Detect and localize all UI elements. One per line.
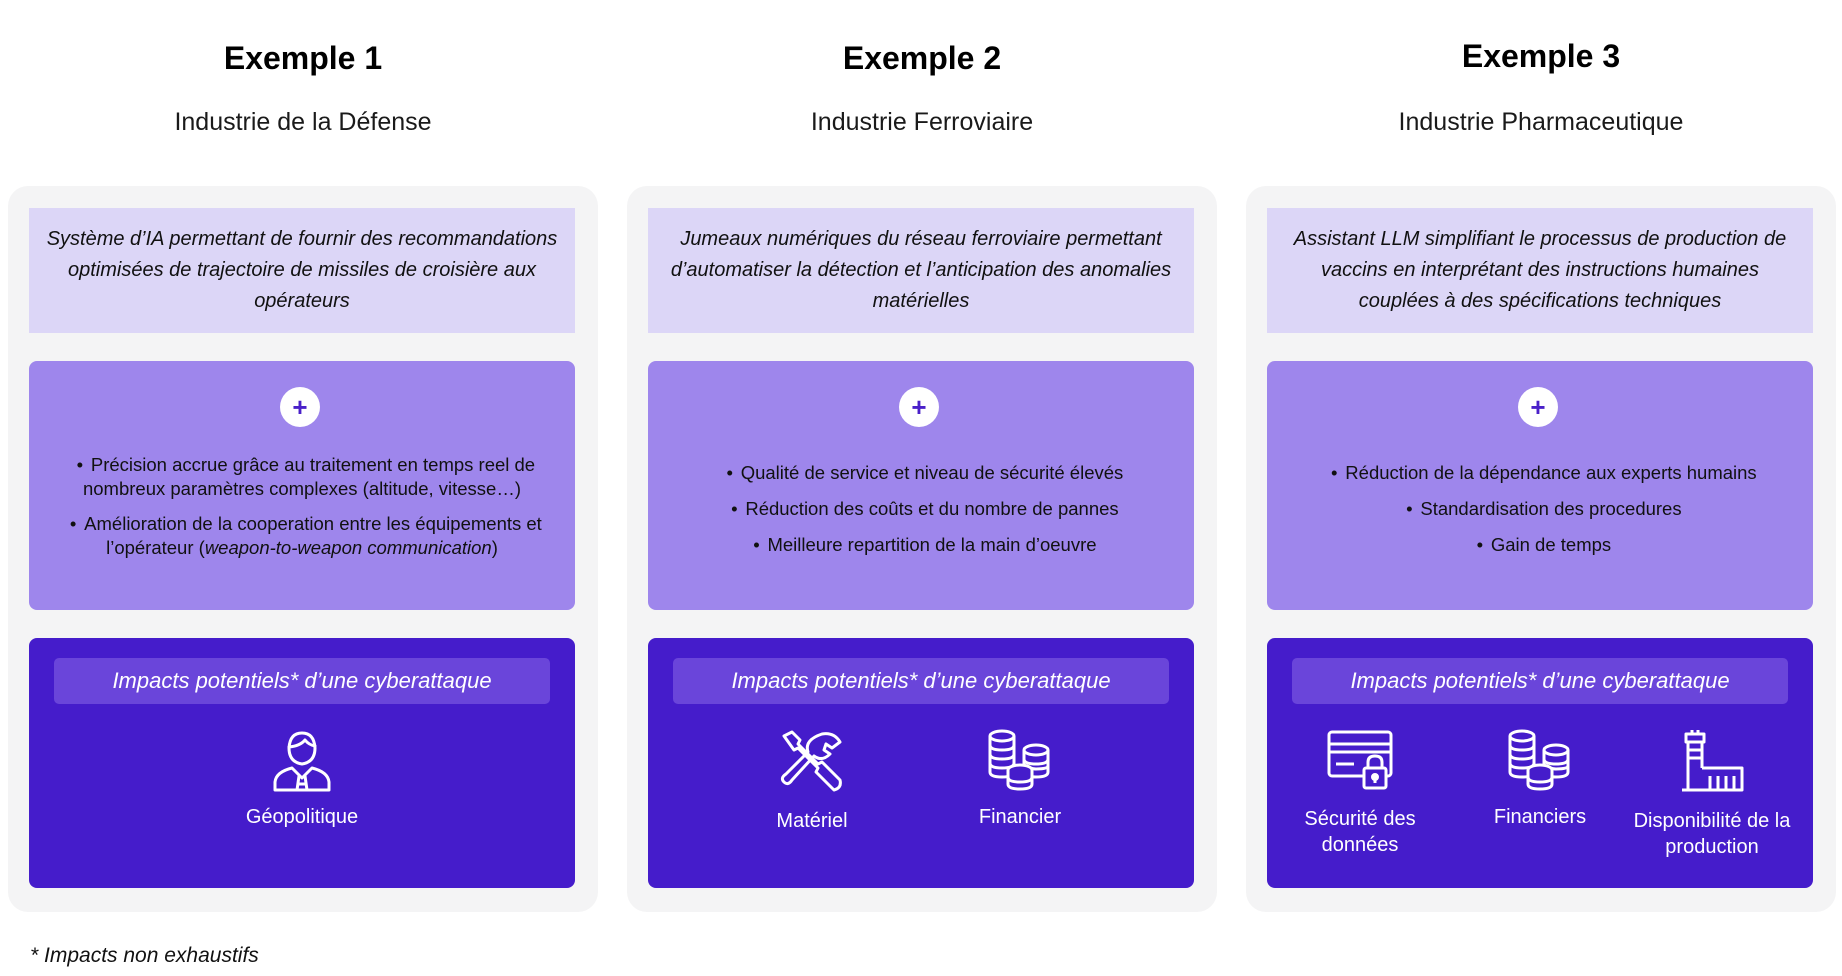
use-case-description: Assistant LLM simplifiant le processus d… bbox=[1267, 208, 1813, 333]
impacts-box: Impacts potentiels* d’une cyberattaque G… bbox=[29, 638, 575, 888]
benefit-text: Meilleure repartition de la main d’oeuvr… bbox=[767, 534, 1097, 555]
coins-icon bbox=[988, 729, 1050, 791]
list-item: •Réduction des coûts et du nombre de pan… bbox=[731, 498, 1119, 519]
person-icon bbox=[273, 731, 331, 792]
impact-item: Disponibilité de la production bbox=[1622, 728, 1802, 860]
benefits-list: •Réduction de la dépendance aux experts … bbox=[1287, 461, 1793, 569]
benefit-emphasis: weapon-to-weapon communication bbox=[204, 537, 492, 558]
factory-icon bbox=[1682, 730, 1744, 792]
impact-item: Financiers bbox=[1455, 728, 1625, 830]
benefits-list: •Qualité de service et niveau de sécurit… bbox=[668, 461, 1174, 569]
benefit-text: ) bbox=[491, 537, 498, 558]
plus-icon: + bbox=[899, 387, 939, 427]
list-item: •Amélioration de la cooperation entre le… bbox=[69, 513, 542, 558]
example-panel: Assistant LLM simplifiant le processus d… bbox=[1246, 186, 1836, 912]
impact-label: Financiers bbox=[1493, 806, 1587, 828]
benefit-text: Qualité de service et niveau de sécurité… bbox=[740, 462, 1124, 483]
example-title: Exemple 2 bbox=[842, 40, 1002, 76]
impacts-header: Impacts potentiels* d’une cyberattaque bbox=[54, 658, 550, 704]
list-item: •Réduction de la dépendance aux experts … bbox=[1331, 462, 1757, 483]
list-item: •Qualité de service et niveau de sécurit… bbox=[726, 462, 1124, 483]
impact-item: Financier bbox=[930, 728, 1110, 830]
use-case-description: Système d’IA permettant de fournir des r… bbox=[29, 208, 575, 333]
example-title: Exemple 1 bbox=[223, 40, 383, 76]
impacts-header: Impacts potentiels* d’une cyberattaque bbox=[673, 658, 1169, 704]
benefits-box: + •Qualité de service et niveau de sécur… bbox=[648, 361, 1194, 610]
example-panel: Jumeaux numériques du réseau ferroviaire… bbox=[627, 186, 1217, 912]
impacts-box: Impacts potentiels* d’une cyberattaque S… bbox=[1267, 638, 1813, 888]
benefits-box: + •Réduction de la dépendance aux expert… bbox=[1267, 361, 1813, 610]
tools-icon bbox=[780, 730, 842, 792]
benefit-text: Réduction des coûts et du nombre de pann… bbox=[745, 498, 1119, 519]
plus-icon: + bbox=[1518, 387, 1558, 427]
impact-label: Financier bbox=[978, 806, 1062, 828]
plus-icon: + bbox=[280, 387, 320, 427]
list-item: •Gain de temps bbox=[1476, 534, 1612, 555]
list-item: •Précision accrue grâce au traitement en… bbox=[76, 454, 536, 499]
impact-label: Géopolitique bbox=[245, 806, 359, 828]
use-case-description: Jumeaux numériques du réseau ferroviaire… bbox=[648, 208, 1194, 333]
impact-label: Disponibilité de la production bbox=[1633, 810, 1791, 858]
example-subtitle: Industrie de la Défense bbox=[174, 108, 432, 136]
impact-item: Géopolitique bbox=[212, 728, 392, 830]
impacts-header: Impacts potentiels* d’une cyberattaque bbox=[1292, 658, 1788, 704]
footnote: * Impacts non exhaustifs bbox=[30, 944, 259, 967]
impact-label: Matériel bbox=[776, 810, 848, 832]
benefit-text: Gain de temps bbox=[1490, 534, 1612, 555]
example-panel: Système d’IA permettant de fournir des r… bbox=[8, 186, 598, 912]
list-item: •Standardisation des procedures bbox=[1406, 498, 1682, 519]
benefit-text: Amélioration de la cooperation entre les… bbox=[84, 513, 542, 558]
benefits-box: + •Précision accrue grâce au traitement … bbox=[29, 361, 575, 610]
impact-label: Sécurité des données bbox=[1304, 808, 1416, 856]
example-subtitle: Industrie Ferroviaire bbox=[810, 108, 1034, 136]
benefits-list: •Précision accrue grâce au traitement en… bbox=[49, 453, 555, 560]
impacts-box: Impacts potentiels* d’une cyberattaque M… bbox=[648, 638, 1194, 888]
example-title: Exemple 3 bbox=[1461, 38, 1621, 74]
impact-item: Matériel bbox=[722, 728, 902, 834]
benefit-text: Précision accrue grâce au traitement en … bbox=[82, 454, 536, 499]
benefit-text: Standardisation des procedures bbox=[1420, 498, 1682, 519]
coins-icon bbox=[1508, 729, 1570, 791]
card-lock-icon bbox=[1327, 730, 1393, 790]
list-item: •Meilleure repartition de la main d’oeuv… bbox=[753, 534, 1097, 555]
benefit-text: Réduction de la dépendance aux experts h… bbox=[1345, 462, 1757, 483]
impact-item: Sécurité des données bbox=[1285, 728, 1435, 858]
example-subtitle: Industrie Pharmaceutique bbox=[1398, 108, 1684, 136]
